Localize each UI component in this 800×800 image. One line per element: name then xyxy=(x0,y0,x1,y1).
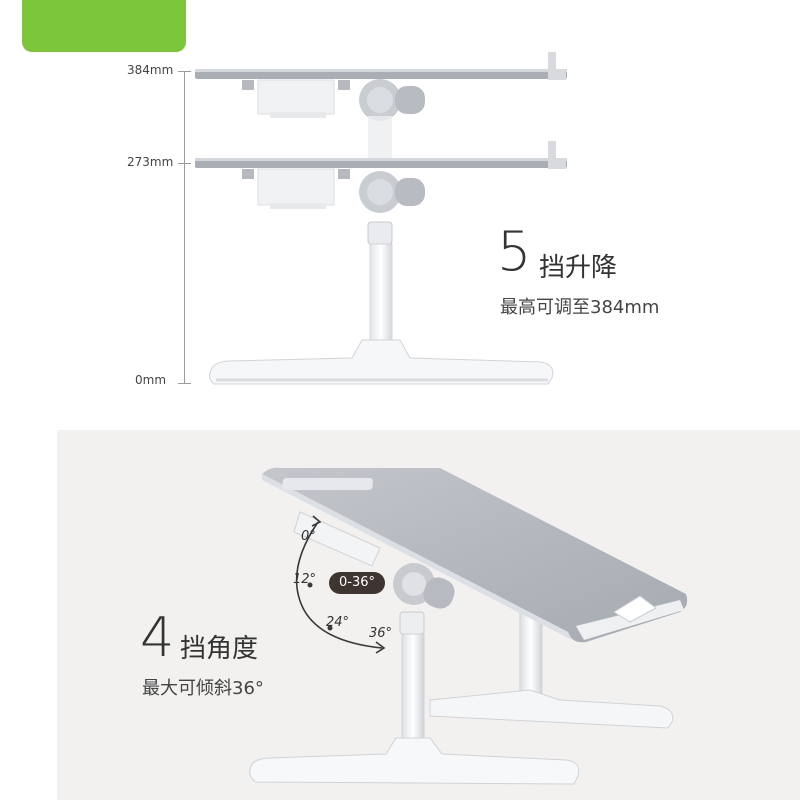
height-axis-line xyxy=(184,71,185,383)
height-tick-top xyxy=(178,71,191,72)
height-levels-subtitle: 最高可调至384mm xyxy=(500,297,660,318)
height-label-384: 384mm xyxy=(127,63,174,77)
height-label-0: 0mm xyxy=(135,373,167,387)
tilt-levels-title: 挡角度 xyxy=(180,634,259,664)
angle-label-24: 24° xyxy=(326,615,350,630)
angle-range-badge: 0-36° xyxy=(329,572,385,594)
height-tick-bottom xyxy=(178,383,191,384)
stand-side-view-illustration xyxy=(195,52,567,385)
brand-tab xyxy=(22,0,186,52)
angle-label-36: 36° xyxy=(369,626,393,641)
angle-label-12: 12° xyxy=(293,572,317,587)
height-levels-number: 5 xyxy=(497,220,532,283)
height-label-273: 273mm xyxy=(127,155,174,169)
tilt-levels-number: 4 xyxy=(140,606,175,669)
height-tick-mid xyxy=(178,163,191,164)
angle-label-0: 0° xyxy=(301,529,316,544)
tilt-levels-subtitle: 最大可倾斜36° xyxy=(142,678,264,699)
height-levels-title: 挡升降 xyxy=(539,253,618,283)
